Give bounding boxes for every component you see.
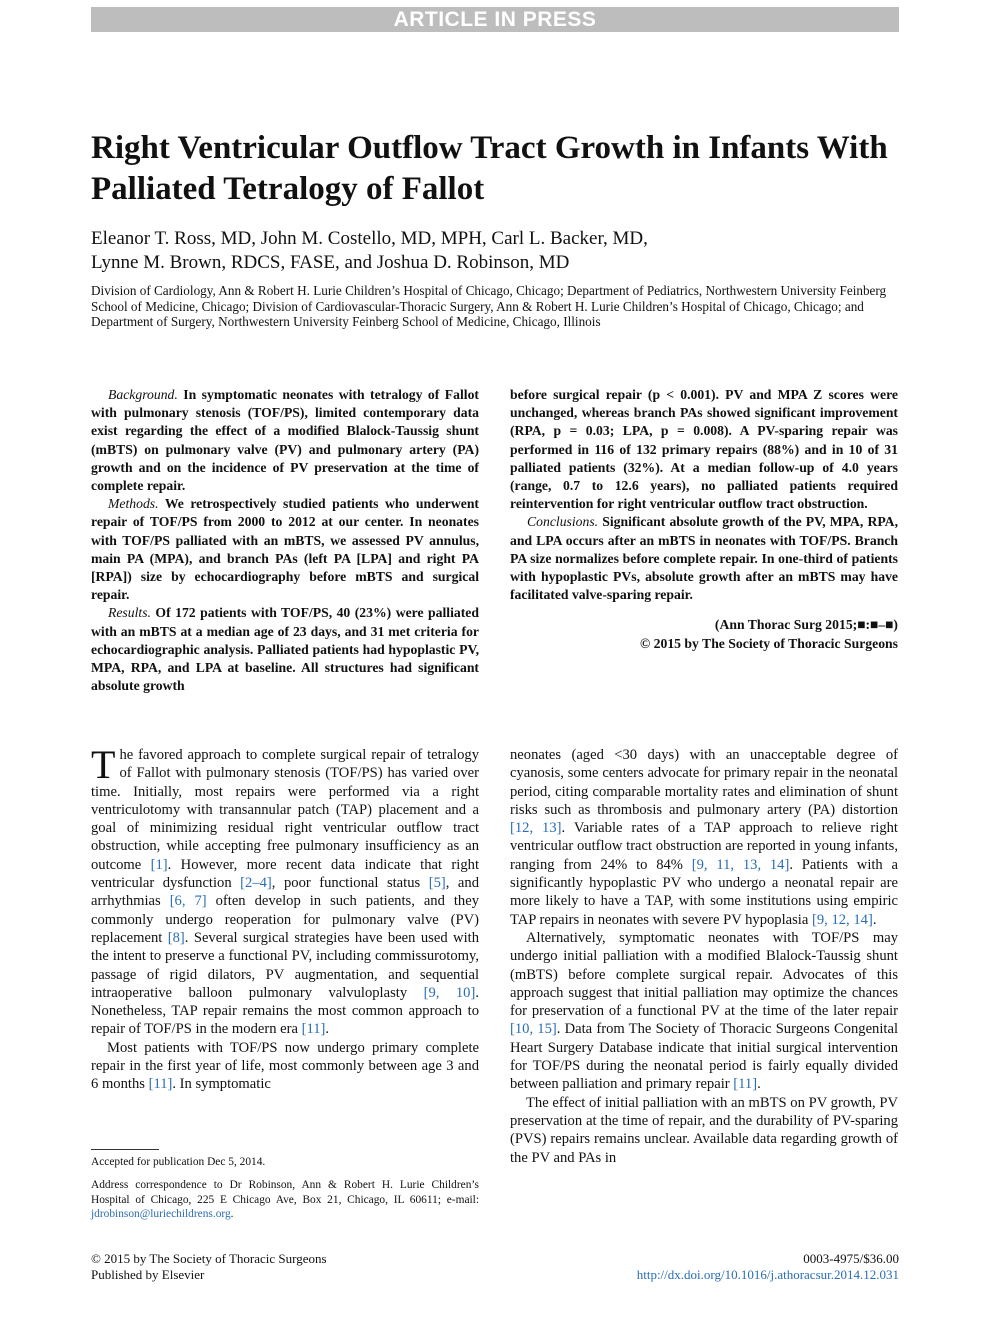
reference-link[interactable]: [11] [301,1021,326,1038]
reference-link[interactable]: [1] [150,856,168,873]
reference-link[interactable]: [2–4] [240,875,272,892]
issn-price: 0003-4975/$36.00 [803,1251,899,1266]
section-label: Methods. [108,496,159,512]
abstract-background: Background. In symptomatic neonates with… [91,387,479,494]
reference-link[interactable]: [12, 13] [510,820,562,837]
section-label: Background. [108,387,178,402]
reference-link[interactable]: [9, 11, 13, 14] [691,856,790,873]
section-label: Conclusions. [527,514,599,530]
abstract-results: Results. Of 172 patients with TOF/PS, 40… [91,605,479,694]
article-title: Right Ventricular Outflow Tract Growth i… [91,130,888,207]
footer-copyright: © 2015 by The Society of Thoracic Surgeo… [91,1251,327,1266]
abstract-right-column: before surgical repair (p < 0.001). PV a… [510,386,898,653]
reference-link[interactable]: [11] [148,1076,173,1093]
author-line: Eleanor T. Ross, MD, John M. Costello, M… [91,228,648,249]
citation-text: (Ann Thorac Surg 2015;■:■–■) [714,617,898,633]
reference-link[interactable]: [9, 10] [423,984,476,1001]
footer-left: © 2015 by The Society of Thoracic Surgeo… [91,1251,327,1282]
abstract-copyright: © 2015 by The Society of Thoracic Surgeo… [639,635,898,651]
abstract-methods: Methods. We retrospectively studied pati… [91,496,479,603]
body-paragraph: The effect of initial palliation with an… [510,1094,898,1166]
drop-cap: T [91,742,116,787]
author-list: Eleanor T. Ross, MD, John M. Costello, M… [91,227,899,275]
reference-link[interactable]: [10, 15] [510,1021,557,1038]
email-link[interactable]: jdrobinson@luriechildrens.org [91,1208,231,1221]
reference-link[interactable]: [5] [428,875,446,892]
accepted-date-note: Accepted for publication Dec 5, 2014. [91,1156,266,1168]
footer-right: 0003-4975/$36.00 http://dx.doi.org/10.10… [637,1251,899,1282]
journal-citation: (Ann Thorac Surg 2015;■:■–■) © 2015 by T… [510,616,898,652]
body-paragraph: Most patients with TOF/PS now undergo pr… [91,1039,479,1093]
body-paragraph: Alternatively, symptomatic neonates with… [510,929,898,1093]
section-label: Results. [108,605,151,621]
author-line: Lynne M. Brown, RDCS, FASE, and Joshua D… [91,252,570,273]
affiliations: Division of Cardiology, Ann & Robert H. … [91,283,887,329]
footnote-divider [91,1149,159,1150]
abstract-results-continued: before surgical repair (p < 0.001). PV a… [510,387,898,512]
reference-link[interactable]: [6, 7] [169,893,207,910]
abstract-left-column: Background. In symptomatic neonates with… [91,386,479,695]
reference-link[interactable]: [9, 12, 14] [812,911,873,928]
footer-publisher: Published by Elsevier [91,1266,205,1282]
reference-link[interactable]: [8] [167,929,185,946]
article-in-press-banner: ARTICLE IN PRESS [91,7,899,32]
reference-link[interactable]: [11] [733,1076,758,1093]
body-paragraph: neonates (aged <30 days) with an unaccep… [510,747,898,928]
correspondence-note: Address correspondence to Dr Robinson, A… [91,1179,479,1221]
body-right-column: neonates (aged <30 days) with an unaccep… [510,746,898,1167]
abstract-conclusions: Conclusions. Significant absolute growth… [510,514,898,603]
doi-link[interactable]: http://dx.doi.org/10.1016/j.athoracsur.2… [636,1266,899,1282]
